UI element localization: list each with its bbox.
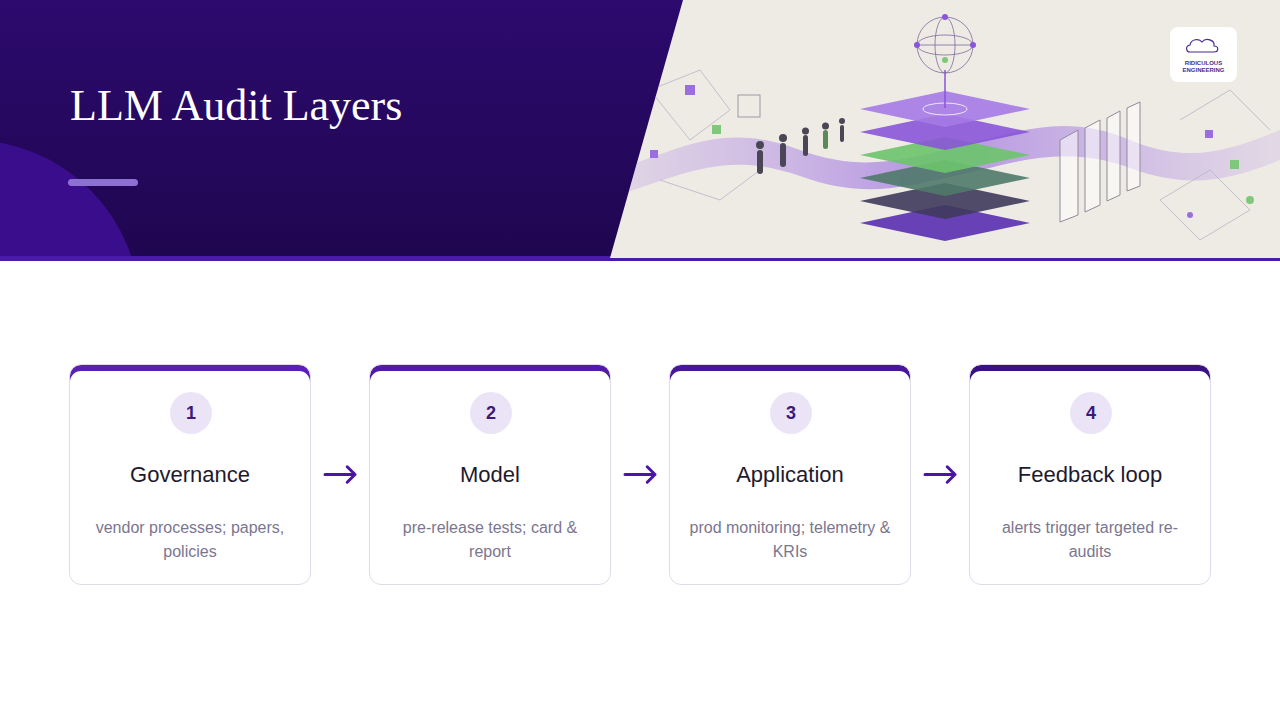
logo-badge [1170,27,1237,82]
number-badge: 4 [1070,392,1112,434]
card-description: alerts trigger targeted re-audits [988,516,1192,564]
diagram-title: LLM Audit Layers [70,80,402,132]
card-description: vendor processes; papers, policies [88,516,292,564]
header-band [0,0,1280,258]
flow-arrow [625,467,655,483]
layer-card: Feedback loop alerts trigger targeted re-… [969,364,1211,585]
callout-number: 3 [786,402,796,424]
card-heading: Feedback loop [978,461,1202,489]
callout-number: 1 [186,402,196,424]
illustration [600,0,1280,258]
panels [1060,102,1140,222]
logo-wordmark: RIDICULOUS ENGINEERING [1172,60,1235,74]
number-badge: 3 [770,392,812,434]
number-badge: 1 [170,392,212,434]
card-heading: Application [678,461,902,489]
card-description: pre-release tests; card & report [388,516,592,564]
card-description: prod monitoring; telemetry & KRIs [688,516,892,564]
callout-number: 2 [486,402,496,424]
people [756,118,845,174]
flow-arrow [925,467,955,483]
layer-stack [860,70,1030,241]
callout-number: 4 [1086,402,1096,424]
corner-circle [0,140,140,258]
logo-cloud [1187,39,1218,52]
layer-card: Application prod monitoring; telemetry & … [669,364,911,585]
number-badge: 2 [470,392,512,434]
title-underline [68,179,138,186]
card-heading: Governance [78,461,302,489]
network-sphere [917,17,973,73]
layer-card: Governance vendor processes; papers, poli… [69,364,311,585]
card-heading: Model [378,461,602,489]
layer-card: Model pre-release tests; card & report 2 [369,364,611,585]
flow-arrow [325,467,355,483]
